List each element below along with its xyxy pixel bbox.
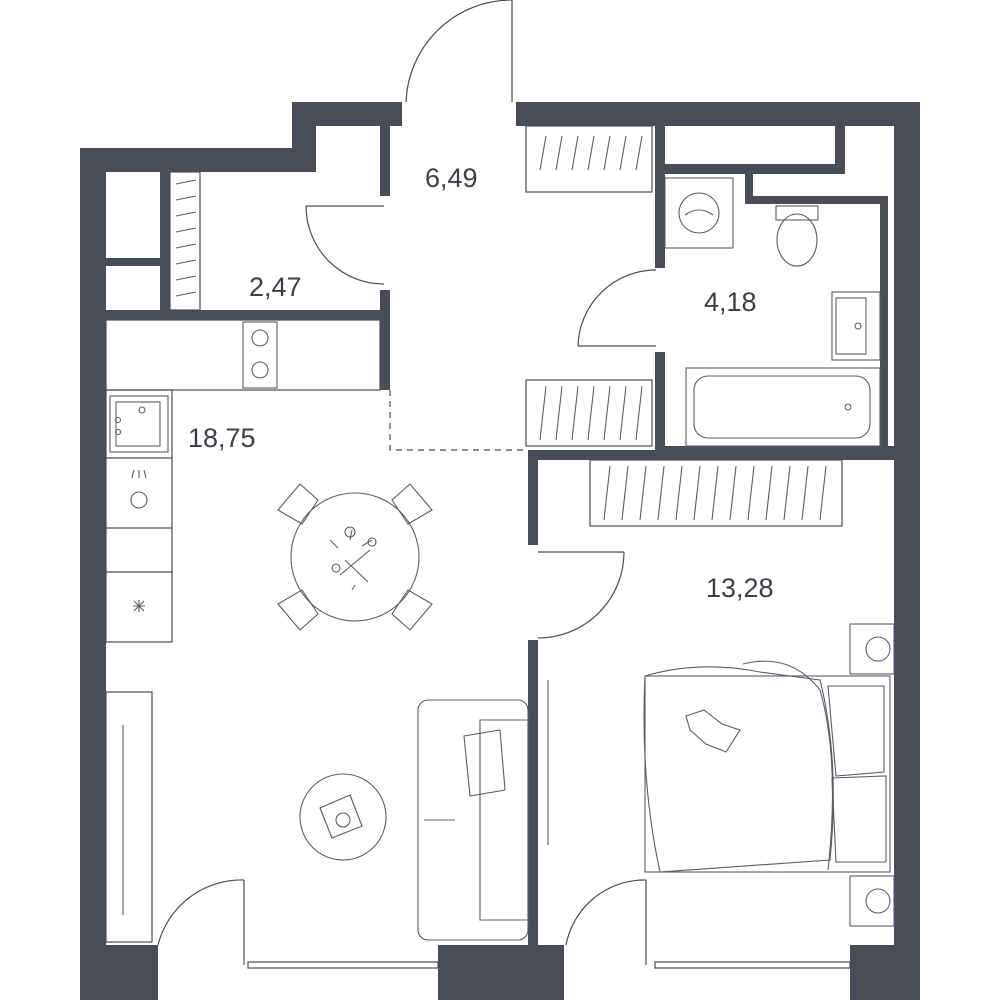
bathtub bbox=[685, 367, 881, 447]
walls bbox=[80, 102, 920, 1000]
nightstand-top bbox=[849, 623, 895, 675]
room-area-bedroom: 13,28 bbox=[706, 573, 774, 603]
bed bbox=[644, 675, 891, 873]
room-area-hall: 6,49 bbox=[425, 163, 478, 193]
room-area-kitchen-living: 18,75 bbox=[188, 423, 256, 453]
room-area-bathroom: 4,18 bbox=[704, 287, 757, 317]
bathroom-fixtures bbox=[664, 177, 881, 447]
hob bbox=[242, 321, 278, 389]
dining-table bbox=[277, 483, 433, 631]
tv-stand bbox=[105, 691, 153, 943]
coffee-table bbox=[299, 773, 387, 861]
living-area bbox=[105, 691, 529, 943]
bedroom-furniture bbox=[547, 623, 895, 927]
nightstand-bottom bbox=[849, 875, 895, 927]
opening-dashed-line bbox=[389, 390, 528, 451]
wardrobes bbox=[169, 125, 843, 527]
doors bbox=[157, 0, 657, 965]
countertop bbox=[105, 319, 381, 391]
kitchen-sink bbox=[109, 395, 169, 453]
kitchen bbox=[105, 319, 381, 643]
washing-machine bbox=[664, 177, 734, 249]
sink bbox=[831, 291, 881, 361]
room-area-storage: 2,47 bbox=[249, 272, 302, 302]
area-labels: 6,49 2,47 4,18 18,75 13,28 bbox=[188, 163, 774, 603]
toilet bbox=[775, 205, 819, 221]
